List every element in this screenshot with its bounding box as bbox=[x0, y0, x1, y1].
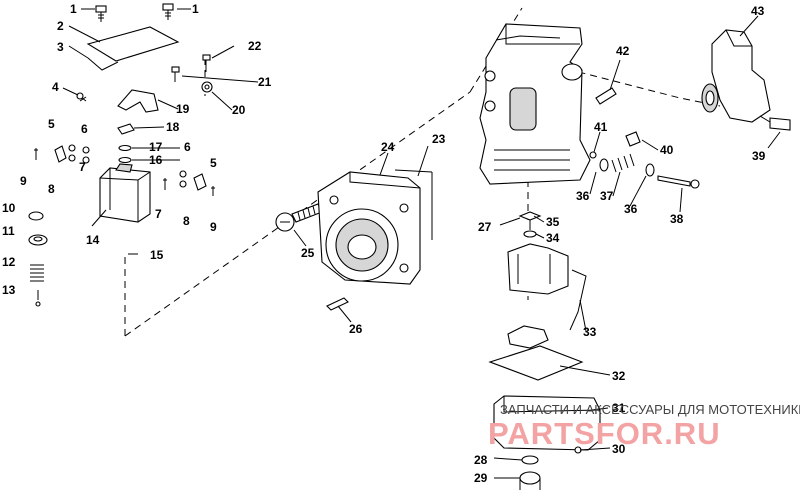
callout-7a: 7 bbox=[79, 160, 86, 174]
part-throttle-body-24 bbox=[317, 171, 421, 285]
callout-34: 34 bbox=[546, 231, 560, 245]
callout-32: 32 bbox=[612, 369, 626, 383]
callout-36a: 36 bbox=[576, 189, 590, 203]
callout-10: 10 bbox=[2, 201, 16, 215]
callout-31: 31 bbox=[612, 401, 626, 415]
part-cover-block-14 bbox=[99, 163, 151, 223]
part-diaphragm-cover bbox=[86, 26, 180, 62]
part-screw-38 bbox=[657, 175, 700, 189]
part-spring-37 bbox=[599, 153, 635, 173]
callout-9b: 9 bbox=[210, 220, 217, 234]
callout-39: 39 bbox=[752, 149, 766, 163]
callout-6b: 6 bbox=[184, 140, 191, 154]
watermark: ЗАПЧАСТИ И АКСЕССУАРЫ ДЛЯ МОТОТЕХНИКИ PA… bbox=[488, 402, 800, 451]
part-gasket-32 bbox=[488, 345, 584, 381]
part-washers-36 bbox=[645, 163, 655, 177]
callout-15: 15 bbox=[150, 248, 164, 262]
callout-14: 14 bbox=[86, 233, 100, 247]
part-needle-42 bbox=[595, 87, 617, 105]
callout-24: 24 bbox=[381, 140, 395, 154]
callout-3: 3 bbox=[57, 40, 64, 54]
part-screw-25 bbox=[275, 203, 323, 232]
callout-29: 29 bbox=[474, 471, 488, 485]
callout-40: 40 bbox=[660, 143, 674, 157]
part-cover-spring-clip bbox=[87, 57, 119, 71]
part-screw-39 bbox=[759, 115, 791, 131]
part-cap-40 bbox=[625, 131, 641, 147]
callout-26: 26 bbox=[349, 322, 363, 336]
part-float-bowl-31 bbox=[493, 395, 601, 454]
part-small-fittings-right bbox=[163, 170, 215, 196]
callout-25: 25 bbox=[301, 246, 315, 260]
part-oring-26 bbox=[326, 297, 349, 311]
part-float-pin-33 bbox=[569, 269, 587, 331]
callout-9a: 9 bbox=[20, 174, 27, 188]
callout-30: 30 bbox=[612, 442, 626, 456]
callout-20: 20 bbox=[232, 103, 246, 117]
callout-12: 12 bbox=[2, 255, 16, 269]
callout-23: 23 bbox=[432, 132, 446, 146]
callout-4: 4 bbox=[52, 80, 59, 94]
part-cable-bracket-43 bbox=[701, 29, 771, 123]
callout-41: 41 bbox=[594, 120, 608, 134]
part-jet-41 bbox=[589, 151, 597, 159]
part-small-fittings-left bbox=[34, 144, 90, 164]
part-screws-21-22 bbox=[171, 54, 211, 82]
part-jet-18 bbox=[117, 123, 135, 135]
callout-labels: 1 1 2 3 4 5 5 6 6 7 7 8 8 9 9 10 11 12 1… bbox=[2, 2, 766, 485]
part-pin-13 bbox=[35, 290, 41, 307]
callout-17: 17 bbox=[149, 140, 163, 154]
callout-42: 42 bbox=[616, 44, 630, 58]
callout-5b: 5 bbox=[210, 156, 217, 170]
part-washer-20 bbox=[201, 81, 213, 93]
callout-8b: 8 bbox=[183, 214, 190, 228]
watermark-logo-text: PARTSFOR.RU bbox=[488, 416, 721, 451]
callout-33: 33 bbox=[583, 325, 597, 339]
part-spring-12 bbox=[30, 264, 44, 282]
leader-lines bbox=[62, 8, 781, 479]
callout-37: 37 bbox=[600, 189, 614, 203]
part-screws-top bbox=[95, 3, 174, 22]
callout-38: 38 bbox=[670, 212, 684, 226]
callout-43: 43 bbox=[751, 4, 765, 18]
callout-5a: 5 bbox=[48, 117, 55, 131]
callout-8a: 8 bbox=[48, 182, 55, 196]
callout-35: 35 bbox=[546, 215, 560, 229]
callout-16: 16 bbox=[149, 153, 163, 167]
callout-27: 27 bbox=[478, 220, 492, 234]
callout-21: 21 bbox=[258, 75, 272, 89]
part-float-needle bbox=[507, 325, 549, 349]
callout-36b: 36 bbox=[624, 202, 638, 216]
part-small-screw-4 bbox=[76, 92, 87, 102]
part-gasket-23 bbox=[394, 169, 433, 240]
part-jets-34-35 bbox=[518, 211, 542, 238]
part-float-assembly bbox=[507, 243, 569, 295]
callout-22: 22 bbox=[248, 39, 262, 53]
callout-1a: 1 bbox=[70, 2, 77, 16]
part-washer-10-11 bbox=[28, 211, 48, 246]
watermark-tagline: ЗАПЧАСТИ И АКСЕССУАРЫ ДЛЯ МОТОТЕХНИКИ bbox=[500, 402, 800, 417]
callout-7b: 7 bbox=[155, 207, 162, 221]
callout-19: 19 bbox=[176, 102, 190, 116]
part-bracket-19 bbox=[117, 89, 159, 113]
callout-11: 11 bbox=[2, 224, 15, 238]
part-washers-16-17 bbox=[118, 144, 132, 164]
callout-1b: 1 bbox=[192, 2, 199, 16]
callout-18: 18 bbox=[166, 120, 180, 134]
callout-2: 2 bbox=[57, 19, 64, 33]
callout-13: 13 bbox=[2, 283, 16, 297]
part-carb-body bbox=[479, 23, 591, 185]
part-drain-28-29 bbox=[519, 455, 541, 490]
callout-6a: 6 bbox=[81, 122, 88, 136]
callout-28: 28 bbox=[474, 453, 488, 467]
